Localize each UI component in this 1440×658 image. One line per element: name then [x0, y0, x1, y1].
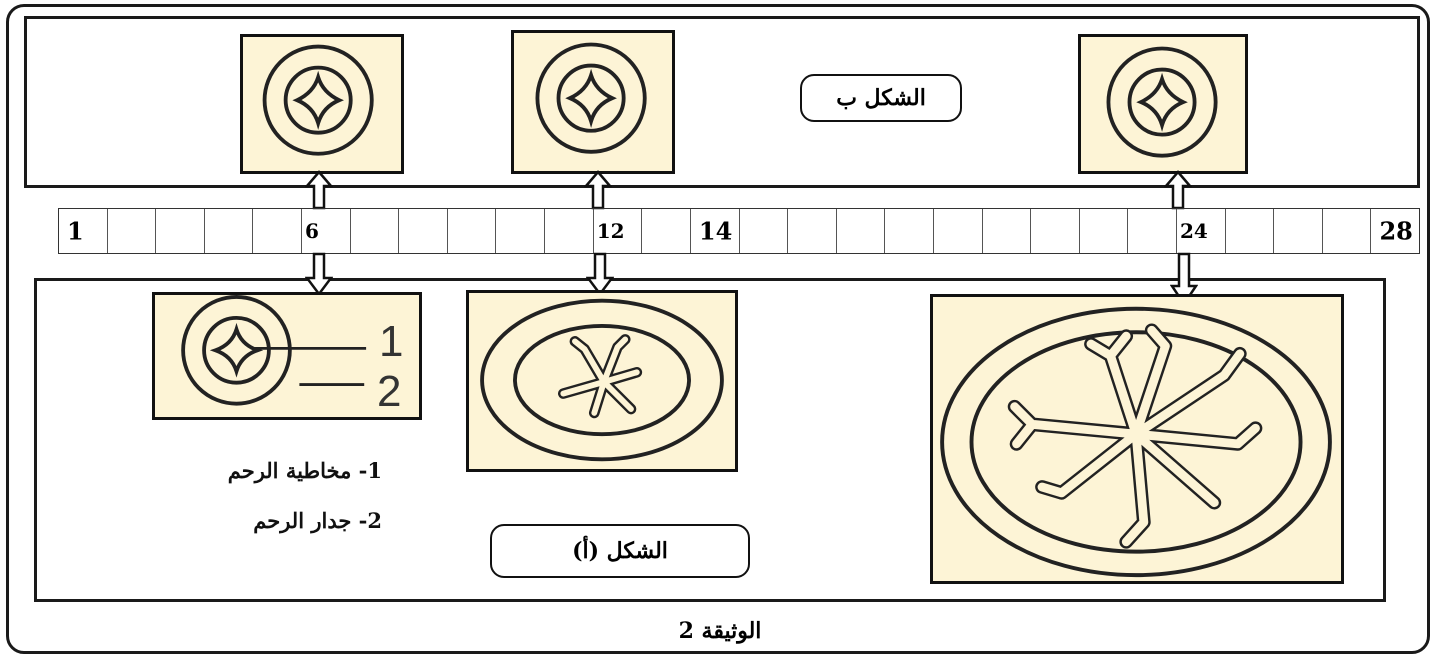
- timeline-cell: [642, 209, 691, 253]
- uterus-section-medium-icon: [480, 298, 724, 462]
- timeline-cell: [788, 209, 837, 253]
- timeline-cell: [351, 209, 400, 253]
- document-caption-text: الوثيقة 2: [678, 618, 762, 644]
- figure-b-section-day6: [240, 34, 404, 174]
- timeline-cell-day1: 1: [59, 209, 108, 253]
- timeline-cell: [934, 209, 983, 253]
- timeline-cell: [983, 209, 1032, 253]
- arrow-up-day12-icon: [584, 170, 612, 210]
- uterus-section-small-icon: [262, 44, 374, 156]
- timeline-label-day6: 6: [305, 219, 319, 243]
- timeline-label-day12: 12: [596, 219, 625, 243]
- uterus-section-small-icon: [1106, 46, 1218, 158]
- timeline-cell-day6: 6: [302, 209, 351, 253]
- document-frame: [6, 4, 1430, 654]
- timeline-cell: [837, 209, 886, 253]
- document-caption: الوثيقة 2: [0, 618, 1440, 644]
- timeline-cell: [1031, 209, 1080, 253]
- timeline-cell-day28: 28: [1371, 209, 1419, 253]
- callout-number-1: 1: [379, 317, 404, 366]
- figure-a-label-text: الشكل (أ): [572, 538, 668, 564]
- callout-number-2: 2: [377, 367, 402, 416]
- timeline-label-day1: 1: [67, 216, 84, 246]
- figure-a-section-day6: 1 2: [152, 292, 422, 420]
- figure-a-section-day12: [466, 290, 738, 472]
- timeline-cell-day12: 12: [594, 209, 643, 253]
- arrow-down-day6-icon: [305, 252, 333, 296]
- figure-b-section-day12: [511, 30, 675, 174]
- timeline-cell: [1080, 209, 1129, 253]
- timeline-cell: [1128, 209, 1178, 253]
- arrow-up-day6-icon: [305, 170, 333, 210]
- timeline-cell: [108, 209, 157, 253]
- timeline-cell: [496, 209, 546, 253]
- timeline-cell: [885, 209, 934, 253]
- figure-a-label: الشكل (أ): [490, 524, 750, 578]
- legend-item-2-text: 2- جدار الرحم: [253, 508, 382, 533]
- arrow-down-day12-icon: [586, 252, 614, 296]
- timeline-label-day28: 28: [1379, 216, 1413, 246]
- cycle-timeline: 1 6 12 14 24 28: [58, 208, 1420, 254]
- timeline-cell-day24: 24: [1177, 209, 1226, 253]
- timeline-label-day14: 14: [698, 216, 733, 246]
- uterus-section-labeled-icon: [181, 295, 367, 406]
- timeline-label-day24: 24: [1180, 219, 1208, 243]
- timeline-cell: [1323, 209, 1372, 253]
- uterus-section-small-icon: [535, 42, 647, 154]
- timeline-cell: [156, 209, 205, 253]
- legend-item-1-text: 1- مخاطية الرحم: [227, 458, 382, 483]
- timeline-cell: [253, 209, 303, 253]
- timeline-cell: [448, 209, 497, 253]
- legend-item-2: 2- جدار الرحم: [172, 508, 382, 533]
- figure-a-section-day24: [930, 294, 1344, 584]
- timeline-cell-day14: 14: [691, 209, 740, 253]
- timeline-cell: [1274, 209, 1323, 253]
- legend-item-1: 1- مخاطية الرحم: [172, 458, 382, 483]
- figure-b-label-text: الشكل ب: [836, 85, 926, 111]
- timeline-cell: [205, 209, 254, 253]
- timeline-cell: [740, 209, 789, 253]
- uterus-section-large-icon: [940, 306, 1332, 578]
- timeline-cell: [1226, 209, 1275, 253]
- timeline-cell: [545, 209, 594, 253]
- figure-b-section-day24: [1078, 34, 1248, 174]
- arrow-up-day24-icon: [1164, 170, 1192, 210]
- timeline-cell: [399, 209, 448, 253]
- figure-b-label: الشكل ب: [800, 74, 962, 122]
